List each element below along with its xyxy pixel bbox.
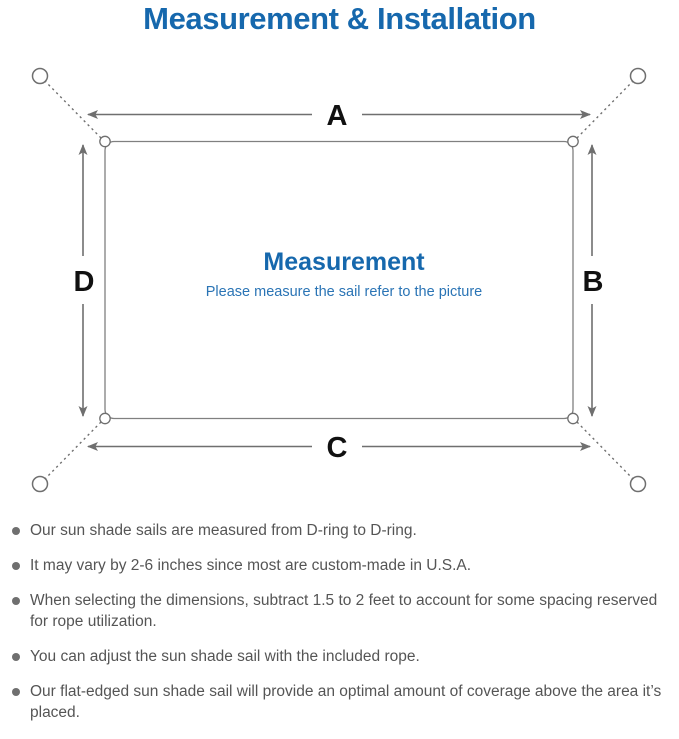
note-text: You can adjust the sun shade sail with t… (30, 648, 420, 665)
d-ring-top-right-icon (567, 135, 579, 148)
dimension-label-a: A (327, 100, 348, 132)
list-item: You can adjust the sun shade sail with t… (0, 646, 679, 667)
rope-top-right (576, 79, 635, 139)
list-item: It may vary by 2-6 inches since most are… (0, 555, 679, 576)
note-text: Our sun shade sails are measured from D-… (30, 522, 417, 539)
note-text: Our flat-edged sun shade sail will provi… (30, 683, 662, 721)
bullet-icon (12, 527, 20, 535)
sail-caption-subtitle: Please measure the sail refer to the pic… (206, 284, 482, 300)
note-text: When selecting the dimensions, subtract … (30, 592, 658, 630)
list-item: Our flat-edged sun shade sail will provi… (0, 681, 679, 723)
bullet-icon (12, 653, 20, 661)
shade-sail-measurement-diagram: A C D B Measurement Please measure the s… (31, 67, 647, 493)
rope-bottom-left (43, 421, 102, 481)
list-item: When selecting the dimensions, subtract … (0, 590, 679, 632)
sail-caption-title: Measurement (263, 248, 425, 276)
rope-top-left (43, 79, 102, 139)
bullet-icon (12, 562, 20, 570)
dimension-d: D (74, 144, 95, 417)
page-title: Measurement & Installation (143, 1, 536, 36)
rope-bottom-right (576, 421, 635, 481)
anchor-point-top-left-icon (31, 67, 49, 85)
sail-rectangle (104, 140, 574, 420)
dimension-a: A (87, 100, 591, 132)
anchor-point-bottom-left-icon (31, 475, 49, 493)
bullet-icon (12, 597, 20, 605)
dimension-b: B (583, 144, 604, 417)
d-ring-top-left-icon (99, 135, 111, 148)
bullet-icon (12, 688, 20, 696)
note-text: It may vary by 2-6 inches since most are… (30, 557, 472, 574)
d-ring-bottom-left-icon (99, 412, 111, 425)
anchor-point-bottom-right-icon (629, 475, 647, 493)
dimension-label-c: C (327, 432, 348, 464)
dimension-c: C (87, 432, 591, 464)
anchor-point-top-right-icon (629, 67, 647, 85)
dimension-label-b: B (583, 266, 604, 298)
notes-list: Our sun shade sails are measured from D-… (0, 520, 679, 737)
list-item: Our sun shade sails are measured from D-… (0, 520, 679, 541)
d-ring-bottom-right-icon (567, 412, 579, 425)
dimension-label-d: D (74, 266, 95, 298)
